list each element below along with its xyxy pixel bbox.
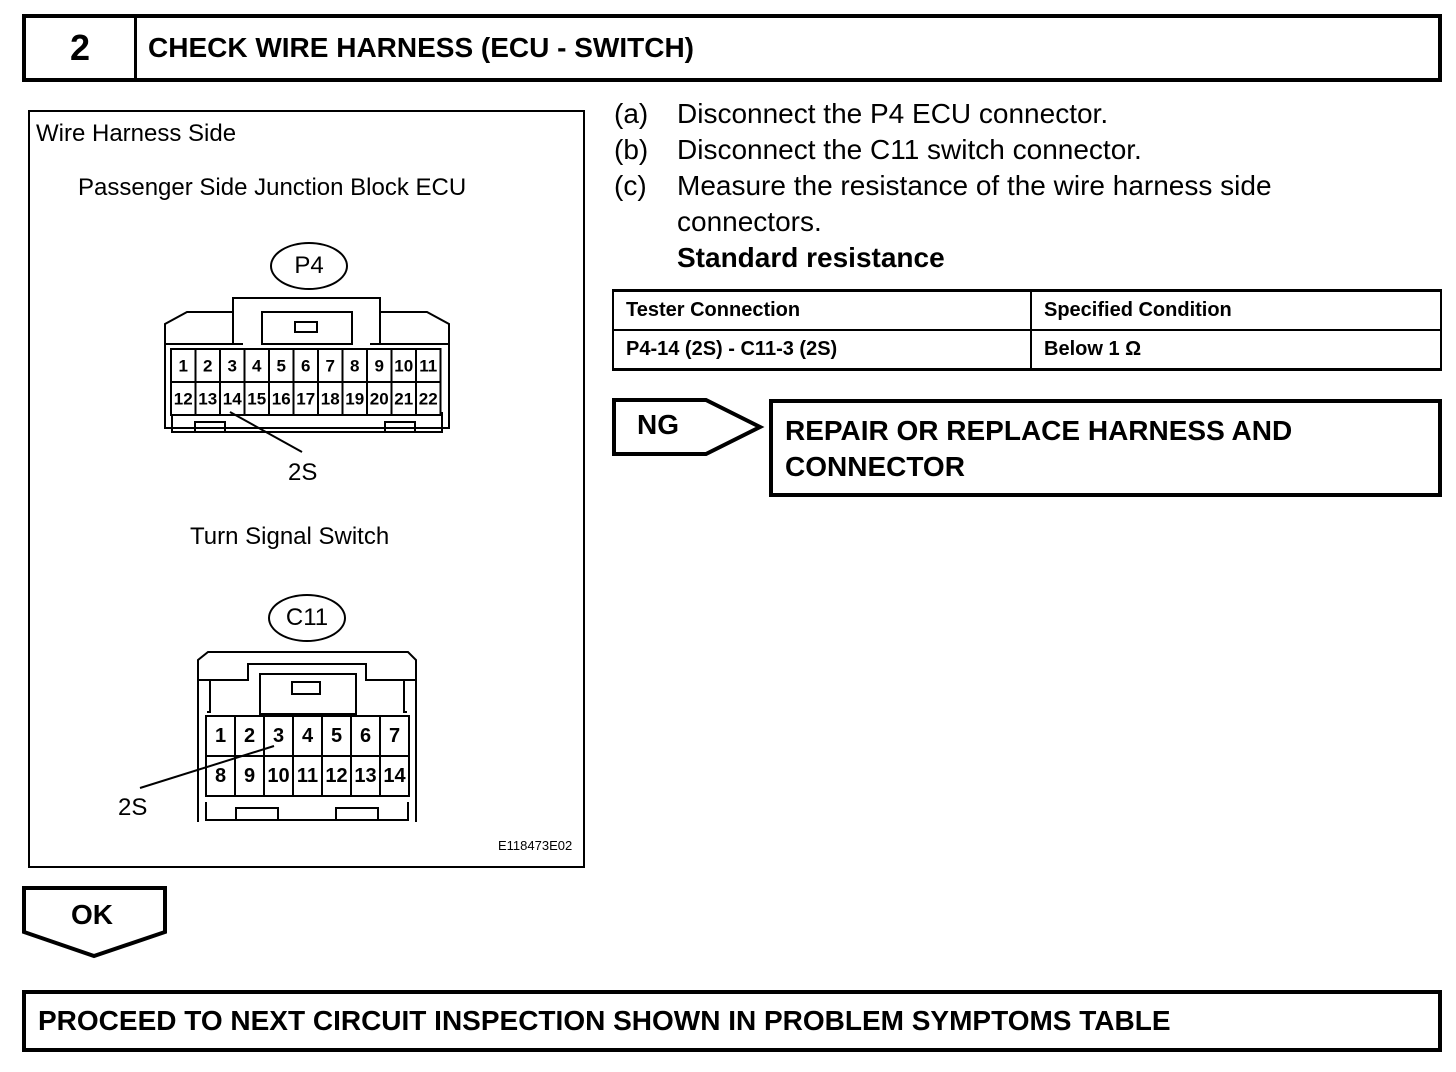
c11-pin-number: 14 <box>383 765 406 787</box>
p4-component-name: Passenger Side Junction Block ECU <box>78 174 467 201</box>
p4-pin-cell <box>243 381 270 416</box>
side-label: Wire Harness Side <box>36 120 237 147</box>
p4-pin-cell <box>415 348 442 383</box>
ok-arrow-shape <box>22 886 167 959</box>
c11-pin-number: 13 <box>354 765 376 787</box>
c11-pin-number: 4 <box>302 725 314 747</box>
c11-connector-body <box>197 651 417 822</box>
step-a-key: (a) <box>614 98 649 129</box>
p4-pin-number: 14 <box>223 390 242 409</box>
p4-pin-number: 18 <box>321 390 340 409</box>
c11-pin-cell <box>263 715 294 757</box>
resistance-table: Tester Connection Specified Condition P4… <box>612 289 1442 371</box>
c11-pin-cell <box>379 715 410 757</box>
ng-label: NG <box>637 409 679 440</box>
figure-id: E118473E02 <box>498 838 573 853</box>
step-c-text: Measure the resistance of the wire harne… <box>677 170 1272 201</box>
p4-pin-number: 1 <box>179 357 188 376</box>
p4-pin-number: 8 <box>350 357 359 376</box>
ng-action-line1: REPAIR OR REPLACE HARNESS AND <box>785 415 1293 446</box>
p4-pin-number: 12 <box>174 390 193 409</box>
c11-pin-cell <box>379 755 410 797</box>
c11-pin-cell <box>263 755 294 797</box>
c11-pin-number: 12 <box>325 765 347 787</box>
p4-pin-number: 2 <box>203 357 212 376</box>
c11-pin-cell <box>292 755 323 797</box>
c11-pin-number: 5 <box>331 725 342 747</box>
p4-pin-number: 9 <box>375 357 384 376</box>
p4-pin-number: 15 <box>247 390 266 409</box>
c11-component-name: Turn Signal Switch <box>190 523 390 550</box>
step-header: 2 CHECK WIRE HARNESS (ECU - SWITCH) <box>22 14 1442 82</box>
c11-pin-number: 1 <box>215 725 226 747</box>
p4-pin-number: 10 <box>394 357 413 376</box>
c11-pin-number: 6 <box>360 725 371 747</box>
p4-pin-number: 17 <box>296 390 315 409</box>
table-row: P4-14 (2S) - C11-3 (2S) Below 1 Ω <box>612 329 1442 371</box>
p4-pin-cell <box>366 381 393 416</box>
c11-pin-number: 7 <box>389 725 400 747</box>
p4-pin-number: 7 <box>326 357 335 376</box>
final-action-text: PROCEED TO NEXT CIRCUIT INSPECTION SHOWN… <box>38 1005 1171 1036</box>
c11-connector-code: C11 <box>268 594 346 642</box>
p4-wire-label: 2S <box>288 459 318 486</box>
step-b-text: Disconnect the C11 switch connector. <box>677 134 1142 165</box>
step-number: 2 <box>26 18 137 78</box>
p4-pin-number: 6 <box>301 357 310 376</box>
p4-pin-number: 16 <box>272 390 291 409</box>
step-title: CHECK WIRE HARNESS (ECU - SWITCH) <box>148 32 694 63</box>
p4-pin-cell <box>268 348 295 383</box>
p4-connector-body <box>164 297 450 433</box>
c11-pin-number: 2 <box>244 725 255 747</box>
c11-pin-cell <box>350 755 381 797</box>
p4-pin-number: 19 <box>345 390 364 409</box>
p4-pin-cell <box>170 381 197 416</box>
p4-pin-cell <box>415 381 442 416</box>
table-header-row: Tester Connection Specified Condition <box>612 289 1442 331</box>
ng-arrow-shape <box>612 398 765 456</box>
p4-pin-number: 22 <box>419 390 438 409</box>
table-cell: Below 1 Ω <box>1030 329 1442 371</box>
ng-action-box: REPAIR OR REPLACE HARNESS AND CONNECTOR <box>769 399 1442 497</box>
table-header-cell: Tester Connection <box>612 289 1032 331</box>
step-b-key: (b) <box>614 134 649 165</box>
table-header-cell: Specified Condition <box>1030 289 1442 331</box>
c11-pin-cell <box>321 715 352 757</box>
ng-action-line2: CONNECTOR <box>785 451 965 482</box>
c11-pin-cell <box>234 755 265 797</box>
p4-pin-number: 4 <box>252 357 262 376</box>
table-cell: P4-14 (2S) - C11-3 (2S) <box>612 329 1032 371</box>
step-c-text-cont: connectors. <box>677 206 822 237</box>
c11-pin-number: 10 <box>267 765 289 787</box>
p4-pin-number: 3 <box>228 357 237 376</box>
step-a-text: Disconnect the P4 ECU connector. <box>677 98 1109 129</box>
p4-pin-number: 11 <box>419 357 437 376</box>
step-c-key: (c) <box>614 170 647 201</box>
c11-pin-number: 8 <box>215 765 226 787</box>
p4-pin-number: 20 <box>370 390 389 409</box>
p4-connector-code: P4 <box>270 242 348 290</box>
c11-pin-cell <box>205 715 236 757</box>
c11-wire-leader <box>139 745 275 789</box>
p4-pin-number: 21 <box>394 390 413 409</box>
c11-pin-number: 9 <box>244 765 255 787</box>
c11-wire-label: 2S <box>118 794 148 821</box>
p4-pin-number: 5 <box>277 357 286 376</box>
c11-pin-number: 11 <box>297 765 318 787</box>
ok-label: OK <box>71 899 113 930</box>
standard-title: Standard resistance <box>677 242 945 273</box>
final-action-box: PROCEED TO NEXT CIRCUIT INSPECTION SHOWN… <box>22 990 1442 1052</box>
p4-pin-cell <box>194 348 221 383</box>
p4-wire-leader <box>229 411 303 453</box>
p4-pin-cell <box>341 381 368 416</box>
p4-pin-cell <box>317 381 344 416</box>
p4-pin-cell <box>268 381 295 416</box>
p4-pin-number: 13 <box>198 390 217 409</box>
c11-pin-number: 3 <box>273 725 284 747</box>
